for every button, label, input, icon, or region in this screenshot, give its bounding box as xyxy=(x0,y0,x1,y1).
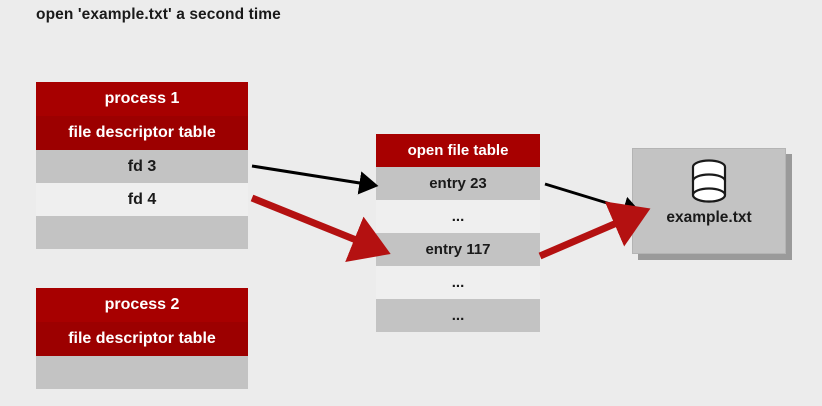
open-file-table-row-ellipsis-2: ... xyxy=(376,266,540,299)
file-node: example.txt xyxy=(632,148,792,260)
process-1-row-fd4: fd 4 xyxy=(36,183,248,216)
arrow-fd3-to-entry23 xyxy=(251,164,379,195)
process-1-title-line2: file descriptor table xyxy=(36,116,248,150)
process-1-row-empty xyxy=(36,216,248,249)
process-1-fd-table: process 1 file descriptor table fd 3 fd … xyxy=(36,82,248,249)
process-2-fd-table: process 2 file descriptor table xyxy=(36,288,248,389)
process-2-title-line1: process 2 xyxy=(36,288,248,322)
arrow-fd4-to-entry117 xyxy=(250,194,391,263)
open-file-table-title: open file table xyxy=(376,134,540,167)
process-2-row-empty xyxy=(36,356,248,389)
file-node-label: example.txt xyxy=(666,209,752,226)
process-2-title-line2: file descriptor table xyxy=(36,322,248,356)
open-file-table-row-ellipsis-1: ... xyxy=(376,200,540,233)
process-1-title-line1: process 1 xyxy=(36,82,248,116)
arrow-entry23-to-file xyxy=(544,182,643,220)
process-1-row-fd3: fd 3 xyxy=(36,150,248,183)
database-icon xyxy=(691,159,727,203)
open-file-table-row-entry-117: entry 117 xyxy=(376,233,540,266)
open-file-table-row-entry-23: entry 23 xyxy=(376,167,540,200)
open-file-table: open file table entry 23 ... entry 117 .… xyxy=(376,134,540,332)
open-file-table-row-ellipsis-3: ... xyxy=(376,299,540,332)
page-title: open 'example.txt' a second time xyxy=(36,6,281,23)
arrow-entry117-to-file xyxy=(538,201,651,260)
file-node-body: example.txt xyxy=(632,148,786,254)
